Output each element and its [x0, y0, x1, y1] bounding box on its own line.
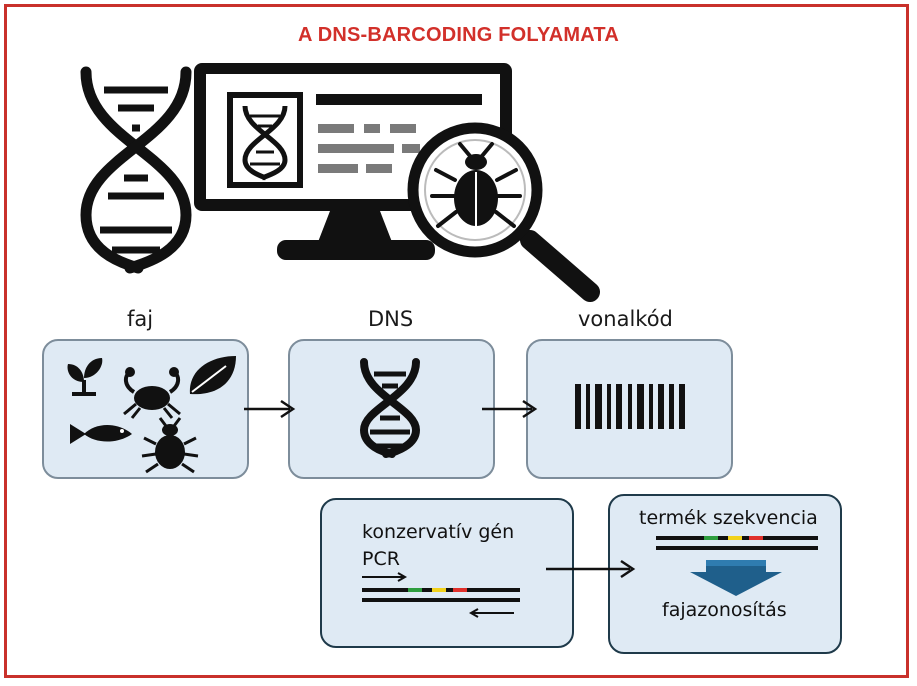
product-box-result: fajazonosítás [662, 599, 787, 621]
species-label: faj [127, 307, 154, 331]
pcr-box-line2: PCR [362, 548, 400, 570]
arrow-icon [482, 399, 538, 419]
arrow-icon [546, 559, 636, 579]
barcode-icon [575, 384, 685, 429]
plant-icon [67, 358, 103, 396]
crab-icon [123, 367, 181, 419]
dna-helix-icon [80, 66, 192, 274]
product-box-title: termék szekvencia [639, 507, 818, 529]
magnifier-icon [407, 122, 600, 302]
arrow-icon [244, 399, 296, 419]
dna-helix-small-icon [359, 358, 421, 458]
down-arrow-icon [690, 560, 782, 596]
bug-icon [430, 142, 522, 228]
figure-frame [4, 4, 909, 678]
leaf-icon [189, 356, 236, 395]
pcr-sequence [362, 572, 520, 618]
product-box [608, 494, 842, 654]
barcode-label: vonalkód [578, 307, 673, 331]
pcr-box [320, 498, 574, 648]
bug-small-icon [141, 417, 199, 474]
pcr-box-line1: konzervatív gén [362, 521, 515, 543]
figure-title: A DNS-BARCODING FOLYAMATA [298, 24, 619, 46]
product-sequence [656, 536, 818, 550]
dna-label: DNS [368, 307, 414, 331]
fish-icon [70, 424, 132, 444]
